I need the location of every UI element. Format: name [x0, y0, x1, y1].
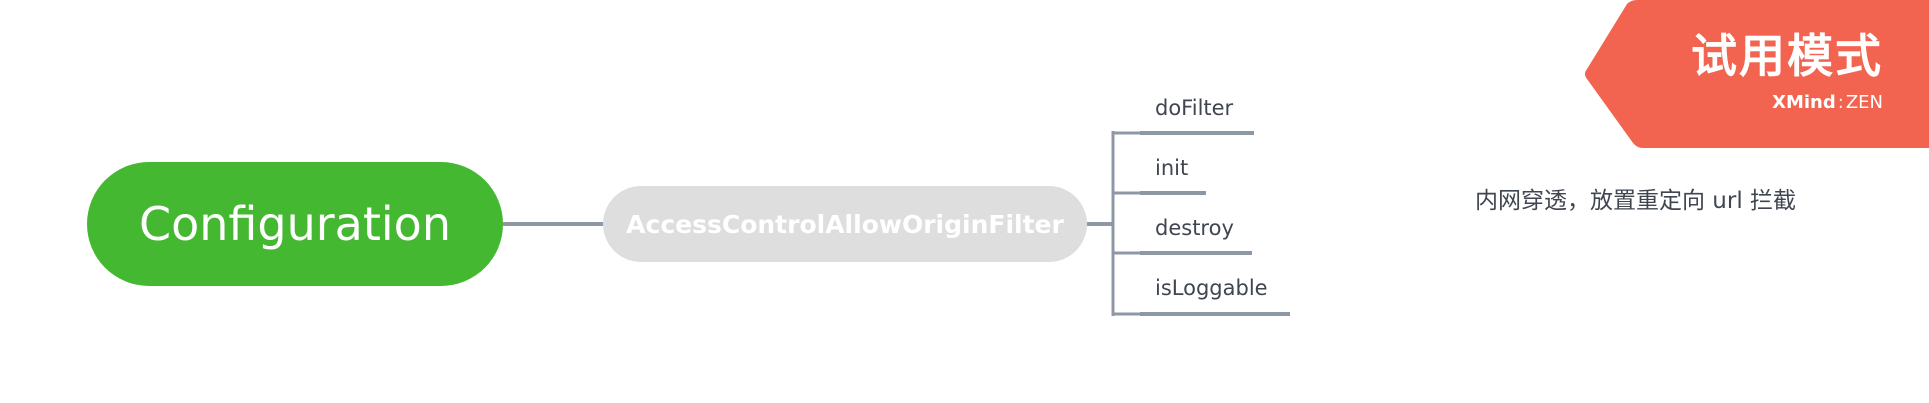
main-topic-access-control-allow-origin-filter[interactable]: AccessControlAllowOriginFilter [603, 186, 1087, 262]
brand-edition: ZEN [1845, 92, 1883, 113]
brand-name: XMind [1772, 92, 1836, 113]
root-topic-label: Configuration [139, 197, 451, 251]
brand-separator: : [1837, 92, 1844, 113]
subtopic-init[interactable]: init [1155, 156, 1189, 180]
subtopic-dofilter[interactable]: doFilter [1155, 96, 1234, 120]
trial-mode-watermark: 试用模式 XMind:ZEN [1583, 0, 1929, 148]
watermark-badge-shape [1585, 0, 1929, 148]
subtopic-destroy[interactable]: destroy [1155, 216, 1234, 240]
root-topic-configuration[interactable]: Configuration [87, 162, 503, 286]
main-topic-label: AccessControlAllowOriginFilter [626, 209, 1064, 239]
subtopic-isloggable[interactable]: isLoggable [1155, 276, 1268, 300]
watermark-title: 试用模式 [1691, 29, 1883, 83]
xmind-zen-logo: XMind:ZEN [1772, 92, 1883, 114]
floating-note[interactable]: 内网穿透，放置重定向 url 拦截 [1475, 188, 1797, 214]
